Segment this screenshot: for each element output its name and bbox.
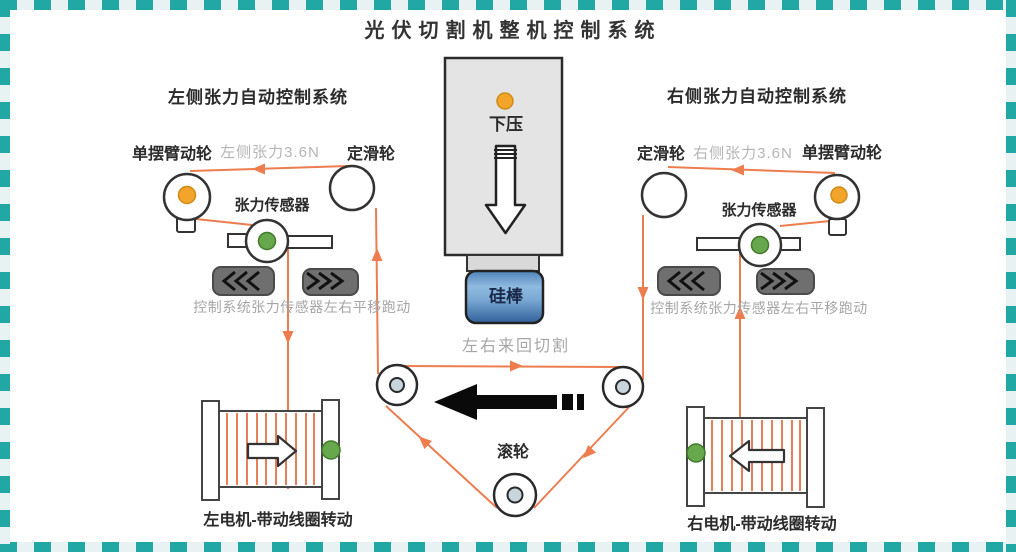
left-top-arrow-icon xyxy=(252,163,265,175)
left-tension-system xyxy=(162,164,376,296)
left-motor-coil xyxy=(201,399,341,501)
left-top-wire xyxy=(189,165,349,172)
right-coil-green-dot xyxy=(686,443,706,463)
triangle-right-wire xyxy=(533,405,631,509)
cutting-rollers xyxy=(375,363,645,518)
left-pulley-down-wire xyxy=(375,207,379,375)
right-tension-system xyxy=(640,171,861,296)
right-pulley-arrow-icon xyxy=(637,287,649,300)
right-pulley-label: 定滑轮 xyxy=(636,146,686,163)
right-system-title: 右侧张力自动控制系统 xyxy=(667,87,847,106)
left-translate-left-block xyxy=(212,266,275,296)
left-coil-green-dot xyxy=(321,440,341,460)
left-tab-wire xyxy=(195,218,253,226)
roller-right-hub xyxy=(615,379,631,395)
border-top xyxy=(0,0,1016,10)
chevrons-left-icon xyxy=(666,270,705,292)
right-sensor-dot xyxy=(750,235,770,255)
left-tension-value: 左侧张力3.6N xyxy=(220,144,320,161)
right-top-wire xyxy=(667,166,836,174)
right-coil-flange-right xyxy=(806,407,825,508)
right-sensor-arm-left xyxy=(696,237,743,251)
right-swing-arm-tab xyxy=(828,218,847,236)
left-sensor-arm-right xyxy=(286,235,333,249)
chevrons-right-icon xyxy=(760,271,799,291)
right-motor-coil xyxy=(686,406,825,508)
left-pulley-arrow-icon xyxy=(371,248,383,261)
cut-direction-arrow-icon xyxy=(434,384,584,420)
right-translate-right-block xyxy=(756,268,815,295)
right-tab-wire xyxy=(779,220,831,227)
left-fixed-pulley xyxy=(328,164,376,212)
triangle-top-arrow-icon xyxy=(510,360,523,372)
press-label: 下压 xyxy=(489,115,523,134)
chevrons-left-icon xyxy=(221,270,260,292)
right-top-arrow-icon xyxy=(731,164,744,176)
chevrons-right-icon xyxy=(306,271,345,291)
left-sensor-label: 张力传感器 xyxy=(234,197,310,214)
left-pulley-label: 定滑轮 xyxy=(346,146,396,163)
right-motor-label: 右电机-带动线圈转动 xyxy=(687,516,837,533)
right-caption: 控制系统张力传感器左右平移跑动 xyxy=(650,300,868,316)
press-machine xyxy=(443,56,564,325)
right-swing-wheel-label: 单摆臂动轮 xyxy=(801,145,883,162)
border-left xyxy=(0,0,10,552)
press-down-arrow-icon xyxy=(484,144,527,235)
left-swing-wheel-label: 单摆臂动轮 xyxy=(131,146,213,163)
silicon-label: 硅棒 xyxy=(489,287,523,306)
press-neck xyxy=(466,254,540,272)
left-arrow-icon xyxy=(728,439,786,473)
silicon-rod-block xyxy=(464,269,545,325)
left-sensor-arrow-icon xyxy=(282,331,294,344)
right-tension-value: 右侧张力3.6N xyxy=(693,145,793,162)
border-right xyxy=(1006,0,1016,552)
wire-arrowheads xyxy=(252,163,746,459)
roller-bottom-hub xyxy=(506,486,524,504)
press-pivot-dot xyxy=(496,92,514,110)
border-bottom xyxy=(0,542,1016,552)
left-sensor-dot xyxy=(257,231,277,251)
cutting-label: 左右来回切割 xyxy=(461,338,571,355)
triangle-left-wire xyxy=(385,405,498,509)
press-arrow-hatch xyxy=(494,149,517,159)
left-translate-right-block xyxy=(302,268,359,296)
right-fixed-pulley xyxy=(640,171,688,219)
roller-label: 滚轮 xyxy=(496,444,530,461)
right-sensor-arm-right xyxy=(779,237,801,251)
left-system-title: 左侧张力自动控制系统 xyxy=(168,88,348,107)
right-sensor-label: 张力传感器 xyxy=(721,202,797,219)
right-translate-left-block xyxy=(657,266,721,296)
roller-left-hub xyxy=(389,377,405,393)
left-coil-flange-left xyxy=(201,400,220,501)
left-swing-wheel-dot xyxy=(177,185,197,205)
left-caption: 控制系统张力传感器左右平移跑动 xyxy=(193,299,411,315)
right-swing-wheel-dot xyxy=(830,186,848,204)
left-motor-label: 左电机-带动线圈转动 xyxy=(203,512,353,529)
triangle-left-arrow-icon xyxy=(418,436,432,450)
right-sensor-arrow-icon xyxy=(734,306,746,319)
page-title: 光伏切割机整机控制系统 xyxy=(364,20,662,42)
right-arrow-icon xyxy=(246,434,298,468)
triangle-right-arrow-icon xyxy=(583,445,597,459)
